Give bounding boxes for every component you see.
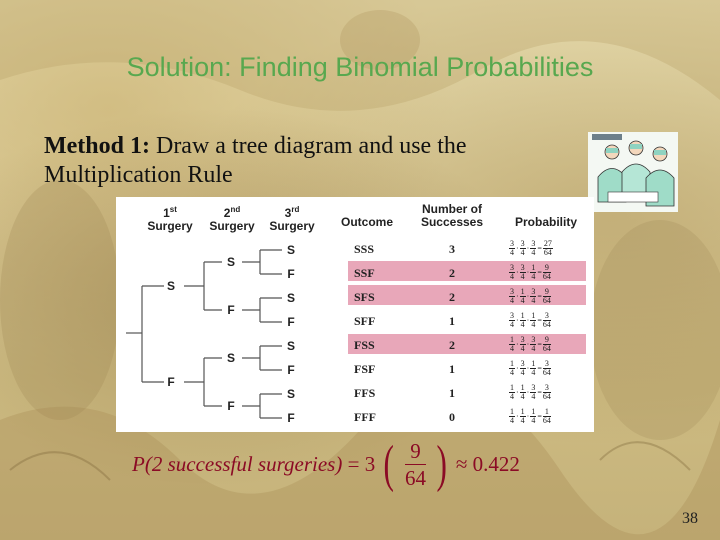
tree-node-level3: F	[287, 363, 295, 377]
outcome-cell: SFS	[354, 290, 375, 304]
formula-right-paren: )	[436, 435, 448, 493]
probability-formula: P(2 successful surgeries) = 3 ( 9 64 ) ≈…	[132, 438, 520, 502]
formula-approx: ≈	[455, 452, 468, 476]
tree-node-level1: S	[166, 279, 175, 293]
tree-node-level3: S	[286, 387, 295, 401]
header-second-surgery: 2nd Surgery	[209, 205, 255, 233]
tree-branches	[126, 249, 282, 419]
successes-cell: 2	[449, 338, 455, 352]
formula-value: 0.422	[472, 452, 520, 476]
method-description: Draw a tree diagram and use the Multipli…	[44, 133, 467, 188]
tree-node-level3: S	[286, 243, 295, 257]
outcome-cell: SFF	[354, 314, 376, 328]
tree-node-level2: F	[227, 399, 235, 413]
tree-node-level3: F	[287, 315, 295, 329]
successes-cell: 1	[449, 314, 455, 328]
successes-cell: 0	[449, 410, 455, 424]
tree-node-level3: S	[286, 339, 295, 353]
formula-lhs: P(2 successful surgeries)	[132, 452, 343, 476]
successes-cell: 1	[449, 362, 455, 376]
successes-cell: 2	[449, 290, 455, 304]
highlight-band-fss	[348, 334, 586, 354]
header-outcome: Outcome	[340, 215, 393, 229]
successes-cell: 3	[449, 242, 455, 256]
formula-equals: =	[347, 452, 360, 476]
successes-cell: 2	[449, 266, 455, 280]
header-first-surgery: 1st Surgery	[147, 205, 193, 233]
tree-node-level3: S	[286, 291, 295, 305]
tree-node-level2: S	[226, 351, 235, 365]
tree-diagram: 1st Surgery 2nd Surgery 3rd Surgery Outc…	[116, 197, 594, 432]
slide-title: Solution: Finding Binomial Probabilities	[126, 52, 594, 82]
outcome-cell: SSF	[354, 266, 375, 280]
header-third-surgery: 3rd Surgery	[269, 205, 315, 233]
method-text: Method 1: Draw a tree diagram and use th…	[44, 132, 564, 190]
outcome-cell: FFF	[354, 410, 376, 424]
tree-node-level2: S	[226, 255, 235, 269]
outcome-cell: FSF	[354, 362, 376, 376]
outcome-cell: FFS	[354, 386, 376, 400]
outcome-cell: FSS	[354, 338, 375, 352]
tree-node-level1: F	[167, 375, 175, 389]
tree-node-level3: F	[287, 411, 295, 425]
header-number-of-successes: Number of Successes	[420, 202, 484, 229]
method-label: Method 1:	[44, 133, 150, 159]
highlight-band-ssf	[348, 261, 586, 281]
formula-fraction: 9 64	[405, 439, 427, 490]
tree-node-level2: F	[227, 303, 235, 317]
highlight-band-sfs	[348, 285, 586, 305]
tree-node-level3: F	[287, 267, 295, 281]
successes-cell: 1	[449, 386, 455, 400]
outcome-cell: SSS	[354, 242, 375, 256]
surgeons-clipart-icon	[588, 132, 678, 212]
header-probability: Probability	[514, 215, 577, 229]
page-number: 38	[682, 510, 698, 527]
formula-coefficient: 3	[364, 452, 376, 476]
formula-left-paren: (	[383, 435, 395, 493]
